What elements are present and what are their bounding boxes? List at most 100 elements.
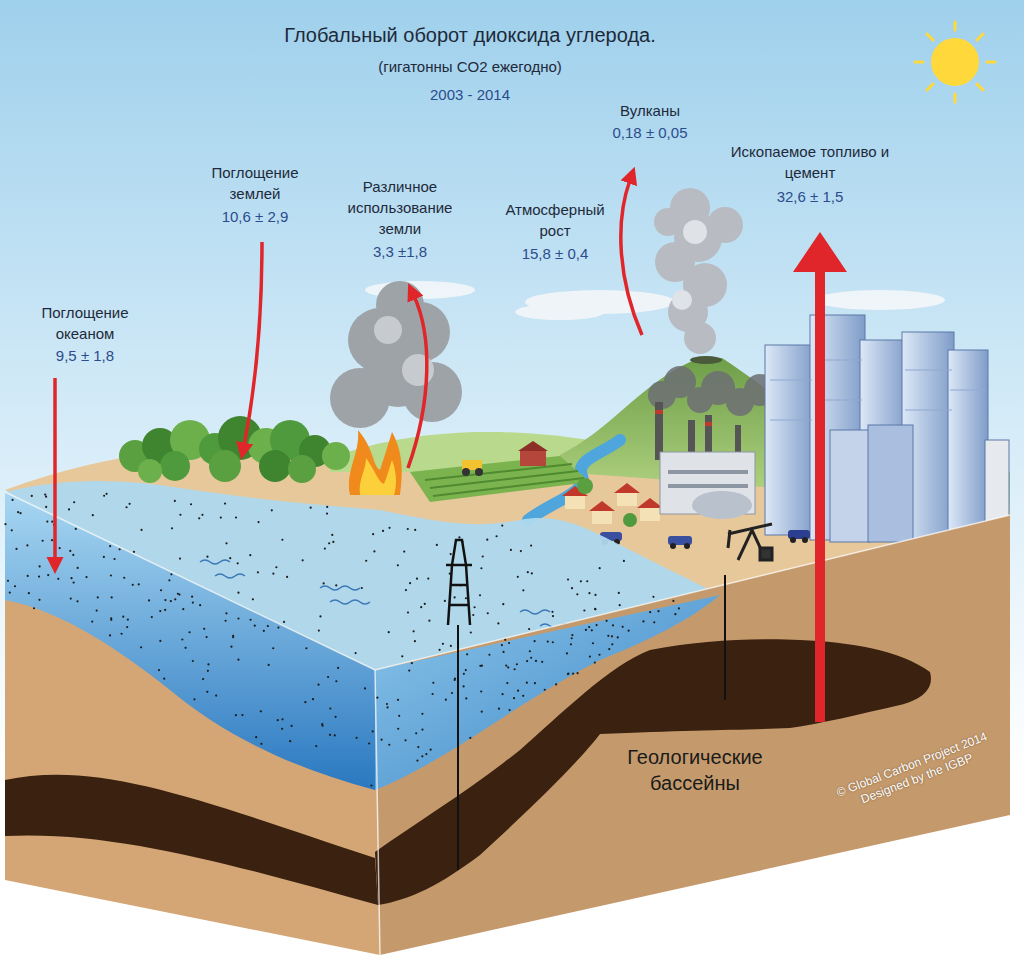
carbon-dots (480, 690, 482, 692)
waves (200, 560, 230, 564)
block-edges (5, 492, 1010, 955)
land-use-smoke (402, 354, 434, 386)
carbon-dots (59, 547, 61, 549)
carbon-dots (487, 612, 489, 614)
factory (668, 470, 748, 474)
houses (623, 513, 637, 527)
block-edges (5, 492, 1010, 670)
carbon-dots (432, 682, 434, 684)
flux-name: Различное использование земли (338, 176, 462, 239)
carbon-dots (68, 508, 70, 510)
forest (119, 416, 350, 483)
carbon-dots (229, 557, 231, 559)
carbon-dots (105, 493, 107, 495)
carbon-dots (403, 550, 405, 552)
carbon-dots (174, 598, 176, 600)
carbon-dots (430, 749, 432, 751)
carbon-dots (516, 663, 518, 665)
oil-rig (457, 625, 459, 870)
carbon-dots (119, 548, 121, 550)
carbon-dots (407, 611, 409, 613)
carbon-dots (611, 643, 613, 645)
carbon-dots (588, 626, 590, 628)
carbon-dots (450, 553, 452, 555)
skyscrapers (765, 345, 815, 535)
carbon-dots (181, 638, 183, 640)
carbon-dots (291, 725, 293, 727)
carbon-dots (97, 596, 99, 598)
carbon-dots (332, 541, 334, 543)
carbon-dots (356, 737, 358, 739)
carbon-dots (465, 597, 467, 599)
carbon-dots (26, 544, 28, 546)
carbon-dots (123, 577, 125, 579)
carbon-dots (507, 666, 509, 668)
carbon-dots (171, 527, 173, 529)
carbon-dots (170, 573, 172, 575)
carbon-dots (506, 682, 508, 684)
carbon-dots (27, 575, 29, 577)
carbon-dots (255, 736, 257, 738)
carbon-dots (534, 640, 536, 642)
carbon-dots (588, 592, 590, 594)
carbon-dots (205, 636, 207, 638)
carbon-dots (488, 654, 490, 656)
carbon-dots (275, 566, 277, 568)
carbon-dots (594, 608, 596, 610)
carbon-dots (304, 701, 306, 703)
pumpjack (760, 548, 772, 560)
carbon-dots (678, 607, 680, 609)
carbon-dots (335, 716, 337, 718)
carbon-dots (465, 697, 467, 699)
carbon-dots (526, 682, 528, 684)
carbon-dots (397, 564, 399, 566)
carbon-dots (38, 599, 40, 601)
carbon-dots (526, 660, 528, 662)
field (520, 450, 546, 466)
carbon-dots (504, 639, 506, 641)
carbon-dots (190, 503, 192, 505)
carbon-dots (463, 673, 465, 675)
cloud (515, 304, 605, 320)
carbon-dots (191, 596, 193, 598)
carbon-dots (193, 698, 195, 700)
cars (802, 537, 808, 543)
carbon-dots (571, 587, 573, 589)
well-line (724, 575, 726, 700)
carbon-dots (328, 542, 330, 544)
carbon-dots (501, 693, 503, 695)
pumpjack (728, 524, 772, 534)
carbon-dots (463, 685, 465, 687)
houses (577, 478, 593, 494)
carbon-dots (421, 755, 423, 757)
geological-basin (5, 775, 378, 905)
carbon-dots (425, 753, 427, 755)
carbon-dots (329, 734, 331, 736)
carbon-dots (566, 652, 568, 654)
houses (614, 483, 640, 493)
carbon-dots (508, 709, 510, 711)
carbon-dots (321, 723, 323, 725)
carbon-dots (232, 635, 234, 637)
carbon-dots (69, 550, 71, 552)
carbon-dots (203, 628, 205, 630)
forest (138, 459, 162, 483)
carbon-dots (466, 653, 468, 655)
carbon-dots (19, 512, 21, 514)
sun (931, 38, 979, 86)
carbon-dots (225, 612, 227, 614)
flux-arrow (793, 232, 847, 272)
carbon-dots (241, 714, 243, 716)
carbon-dots (4, 493, 680, 787)
carbon-dots (594, 661, 596, 663)
carbon-dots (249, 554, 251, 556)
carbon-dots (596, 624, 598, 626)
carbon-dots (496, 535, 498, 537)
carbon-dots (502, 651, 504, 653)
skyscrapers (765, 315, 1009, 542)
field (410, 456, 590, 502)
carbon-dots (260, 710, 262, 712)
field (462, 468, 470, 476)
